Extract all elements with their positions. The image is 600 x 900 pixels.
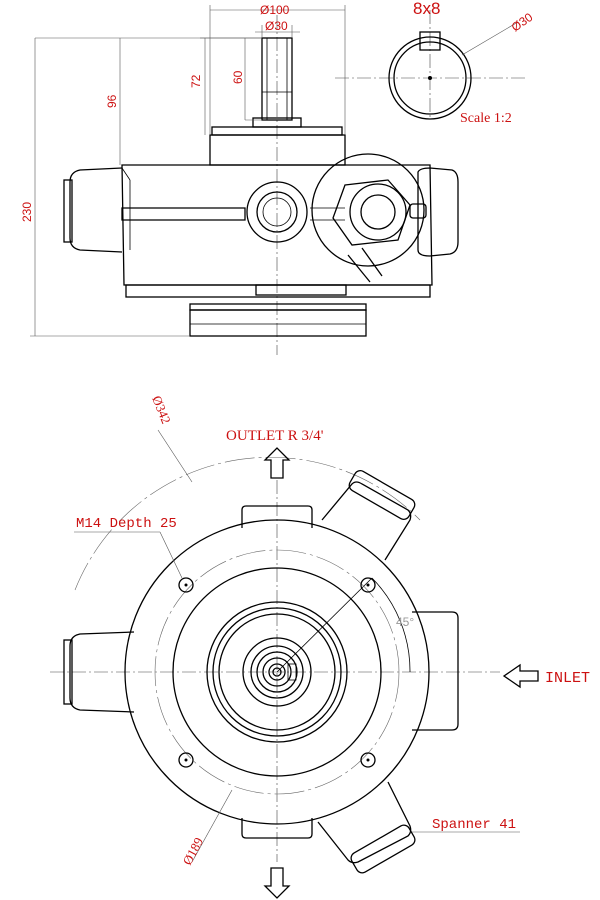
angle-label: 45° <box>396 615 414 629</box>
dim-60: 60 <box>231 70 245 84</box>
dim-72: 72 <box>189 74 203 88</box>
dim-dia100: Ø100 <box>260 3 290 17</box>
dia342-label: Ø342 <box>149 394 174 426</box>
key-dia-label: Ø30 <box>509 10 536 35</box>
plan-view: 45° OUTLET R 3/4' INLET M14 Depth 25 Ø34… <box>50 394 590 899</box>
dim-230: 230 <box>20 202 34 222</box>
spanner-label: Spanner 41 <box>432 817 516 833</box>
inlet-label: INLET <box>545 670 590 687</box>
dim-dia30: Ø30 <box>265 19 288 33</box>
dim-96: 96 <box>105 94 119 108</box>
hole-callout: M14 Depth 25 <box>76 516 177 532</box>
side-view: Ø100 Ø30 72 60 96 230 <box>20 3 459 355</box>
key-detail: 8x8 Ø30 Scale 1:2 <box>335 0 536 126</box>
dia189-label: Ø189 <box>179 835 206 868</box>
scale-label: Scale 1:2 <box>460 111 512 126</box>
key-size-label: 8x8 <box>413 0 440 18</box>
outlet-label: OUTLET R 3/4' <box>226 428 324 444</box>
